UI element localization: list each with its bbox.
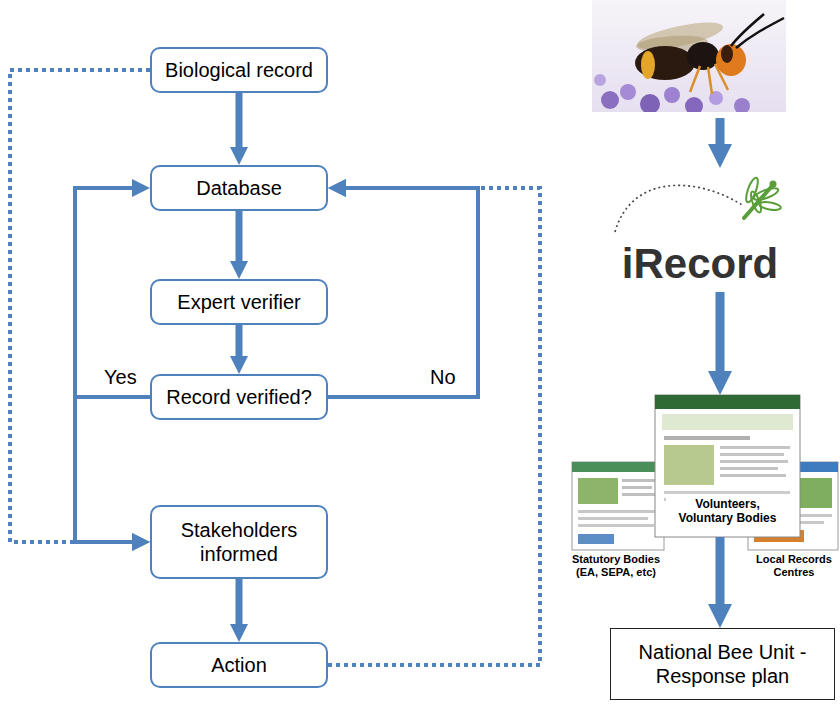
process-box: Database xyxy=(150,165,328,211)
website-screenshot-part xyxy=(720,446,790,449)
website-screenshot-part xyxy=(578,510,658,513)
node-label: Stakeholders informed xyxy=(160,518,318,566)
hornet-photo-part xyxy=(708,67,712,94)
hornet-photo-part xyxy=(721,45,733,63)
edge-label: Yes xyxy=(102,366,139,388)
flow-arrow xyxy=(236,93,243,147)
hornet-photo-part xyxy=(687,42,719,70)
website-screenshot-part xyxy=(720,467,778,470)
node-label: Database xyxy=(196,176,282,200)
node-label: iRecord xyxy=(622,241,778,287)
flow-arrow xyxy=(708,118,732,168)
decision-box: Record verified? xyxy=(150,374,328,420)
website-screenshot-part xyxy=(578,517,648,520)
website-screenshot-part xyxy=(572,462,664,472)
node-label: Expert verifier xyxy=(177,290,300,314)
dotted-connector xyxy=(328,188,540,665)
flow-arrow-part xyxy=(708,144,732,168)
plan-box: National Bee Unit - Response plan xyxy=(610,628,835,700)
node-label: Record verified? xyxy=(166,385,312,409)
flow-arrow-part xyxy=(716,118,725,146)
dragonfly-logo-part xyxy=(744,186,772,218)
website-screenshot-part xyxy=(720,474,786,477)
website-screenshot xyxy=(572,462,664,550)
website-screenshot-part xyxy=(572,462,664,550)
hornet-photo-part xyxy=(592,0,786,112)
website-screenshot-part xyxy=(622,479,658,482)
node-label: National Bee Unit - Response plan xyxy=(621,640,824,688)
node-label: Local Records Centres xyxy=(752,553,836,578)
hornet-photo-part xyxy=(640,94,660,112)
edge-label: No xyxy=(428,366,458,388)
hornet-photo-part xyxy=(716,44,746,76)
website-caption: Local Records Centres xyxy=(752,553,836,587)
hornet-photo-part xyxy=(734,98,750,112)
website-screenshot-part xyxy=(664,445,714,485)
hornet-photo-part xyxy=(641,51,655,79)
hornet-photo-part xyxy=(664,87,680,103)
website-screenshot-part xyxy=(655,395,800,537)
process-box: Stakeholders informed xyxy=(150,505,328,579)
logo-text: iRecord xyxy=(608,236,792,292)
hornet-photo-part xyxy=(685,97,703,112)
node-label: Biological record xyxy=(165,58,313,82)
hornet-photo-part xyxy=(601,91,619,109)
website-node: Volunteers, Voluntary Bodies xyxy=(655,395,800,537)
hornet-photo xyxy=(592,0,786,112)
website-screenshot-part xyxy=(664,436,750,440)
process-box: Action xyxy=(150,642,328,688)
dragonfly-logo xyxy=(615,176,781,232)
flow-arrow xyxy=(236,325,243,356)
hornet-photo-part xyxy=(731,14,764,46)
flow-arrow xyxy=(75,188,150,397)
hornet-photo-part xyxy=(690,66,700,92)
website-screenshot-part xyxy=(578,534,614,544)
website-screenshot-part xyxy=(578,524,654,527)
website-screenshot-part xyxy=(655,395,800,409)
flow-arrow xyxy=(236,211,243,261)
website-screenshot-part xyxy=(662,414,793,430)
website-screenshot-part xyxy=(578,478,618,504)
flow-arrow xyxy=(716,537,725,604)
node-label: Volunteers, Voluntary Bodies xyxy=(666,495,790,529)
dotted-connector xyxy=(10,70,150,542)
flow-arrow xyxy=(716,292,725,371)
dragonfly-logo-part xyxy=(770,181,777,188)
website-caption: Statutory Bodies (EA, SEPA, etc) xyxy=(563,553,669,587)
website-screenshot-part xyxy=(720,453,784,456)
flow-arrow xyxy=(328,188,478,397)
hornet-photo-part xyxy=(620,84,636,100)
process-box: Expert verifier xyxy=(150,279,328,325)
process-box: Biological record xyxy=(150,47,328,93)
website-screenshot-part xyxy=(622,486,652,489)
website-screenshot xyxy=(655,395,800,537)
website-screenshot-part xyxy=(664,491,790,494)
dragonfly-logo-part xyxy=(759,201,782,212)
hornet-photo-part xyxy=(635,46,695,80)
website-screenshot-part xyxy=(622,493,656,496)
website-screenshot-part xyxy=(720,460,788,463)
dragonfly-logo-part xyxy=(615,185,742,232)
website-screenshot-part xyxy=(800,478,832,508)
hornet-photo-part xyxy=(594,74,606,86)
flow-arrow xyxy=(75,397,150,542)
node-label: Action xyxy=(211,653,267,677)
node-label: Statutory Bodies (EA, SEPA, etc) xyxy=(563,553,669,578)
flow-arrow xyxy=(236,579,243,624)
